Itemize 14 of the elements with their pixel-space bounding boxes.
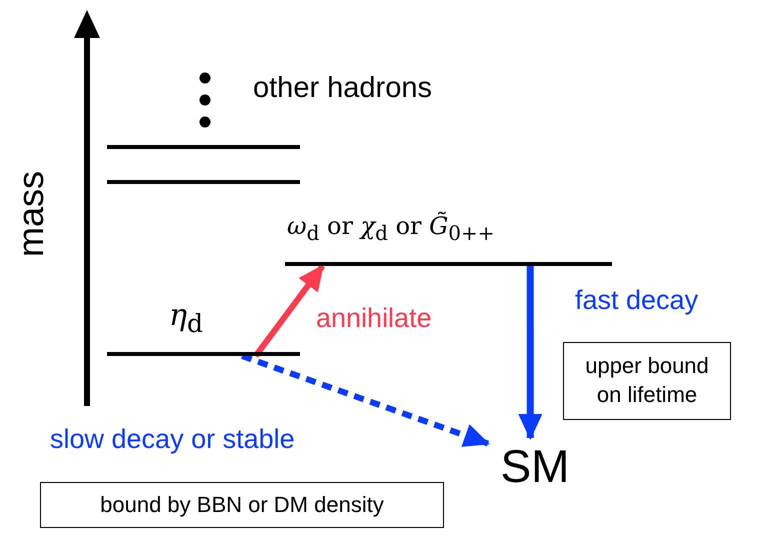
arrow [518, 266, 542, 440]
edge-label: slow decay or stable [50, 424, 295, 455]
edge-label: annihilate [316, 303, 432, 334]
edge-label: fast decay [575, 285, 698, 316]
arrow [241, 353, 490, 447]
note-box: upper bound on lifetime [563, 342, 731, 420]
axis-label: mass [10, 171, 52, 257]
energy-level [285, 212, 612, 266]
particle-label: SM [488, 438, 582, 494]
group-label: other hadrons [253, 72, 432, 105]
level-label: ω$_{d}$ or χ$_{d}$ or G̃$_{0++}$ [287, 212, 495, 240]
level-label: η$_{d}$ [169, 298, 203, 333]
arrow [253, 264, 325, 358]
note-box: bound by BBN or DM density [40, 482, 444, 528]
